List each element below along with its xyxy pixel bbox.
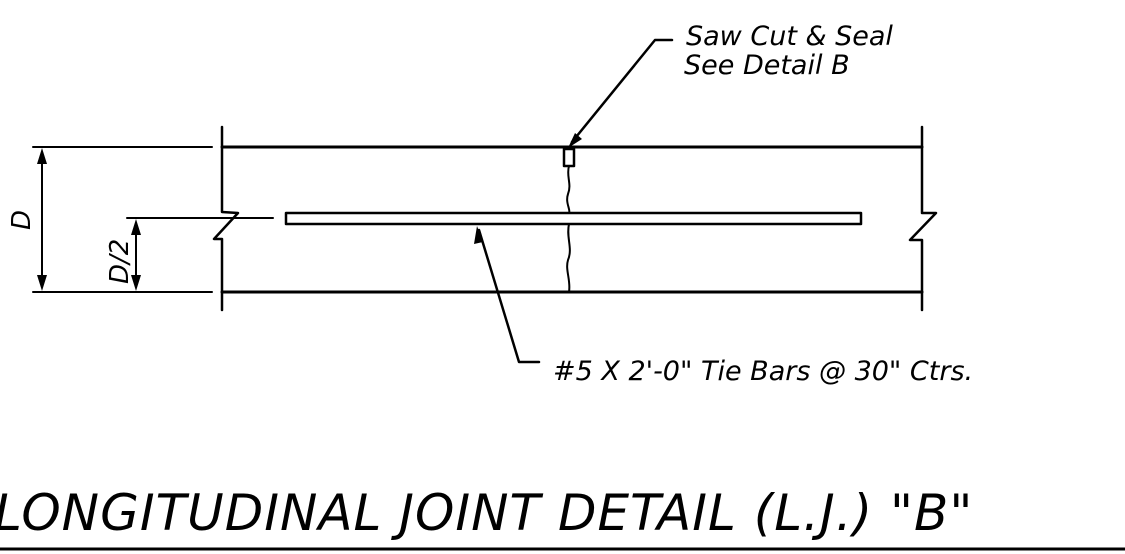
- dimension-arrow-up: [37, 148, 47, 164]
- saw-cut-leader: [568, 38, 674, 148]
- tie-bar-leader: [474, 226, 541, 364]
- tie-bar: [284, 211, 863, 226]
- dimension-label-half-depth: D/2: [105, 239, 135, 284]
- saw-cut-leader-arrowhead: [568, 133, 582, 148]
- dimension-arrow-half-down: [131, 275, 141, 291]
- tie-bar-leader-arrowhead: [474, 226, 483, 244]
- dimension-label-full-depth: D: [7, 210, 37, 230]
- saw-cut-label-line2: See Detail B: [684, 50, 850, 81]
- dimension-full-depth: [32, 146, 213, 293]
- saw-cut-joint: [562, 147, 576, 293]
- slab-left-break-line: [212, 125, 240, 312]
- detail-title: LONGITUDINAL JOINT DETAIL (L.J.) "B": [0, 484, 973, 542]
- dimension-arrow-down: [37, 275, 47, 291]
- dimension-half-depth: [126, 217, 274, 291]
- concrete-slab: [212, 125, 938, 312]
- saw-cut-label-line1: Saw Cut & Seal: [686, 21, 893, 52]
- saw-cut-groove: [562, 147, 576, 168]
- joint-crack-line: [566, 165, 571, 293]
- saw-cut-leader-line: [570, 38, 674, 144]
- slab-right-break-line: [908, 125, 938, 312]
- tie-bar-leader-line: [477, 228, 541, 364]
- tie-bar-label: #5 X 2'-0" Tie Bars @ 30" Ctrs.: [553, 356, 973, 387]
- dimension-arrow-half-up: [131, 219, 141, 235]
